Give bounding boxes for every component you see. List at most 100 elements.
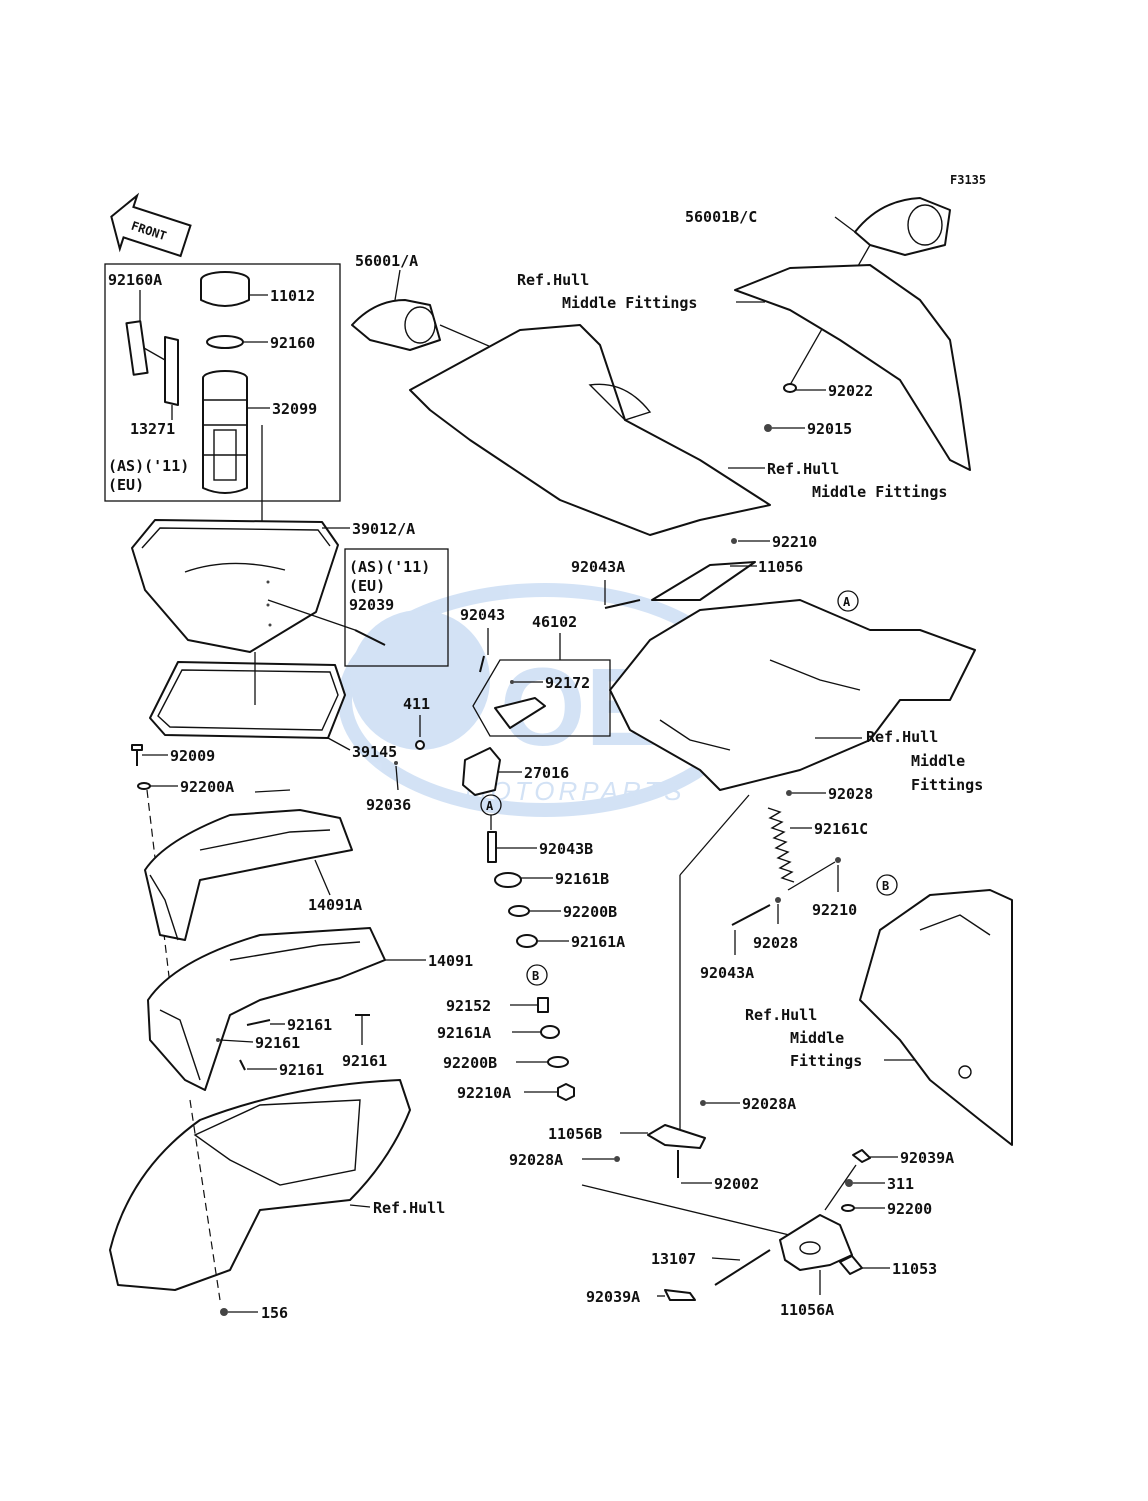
callout-b-center-label: B	[532, 969, 539, 983]
inset-box-top	[104, 263, 341, 502]
ref-hull-label-5: Ref.Hull	[373, 1199, 445, 1217]
part-92028-collar-2	[775, 897, 781, 903]
part-92161-clip-2	[216, 1038, 220, 1042]
label-11053: 11053	[892, 1260, 937, 1278]
part-13271-bracket	[164, 336, 179, 406]
part-92015-nut	[764, 424, 772, 432]
callout-a-center-label: A	[486, 799, 494, 813]
label-92161C: 92161C	[814, 820, 868, 838]
ref-hull-label-4b: Middle	[790, 1029, 844, 1047]
ref-hull-label-1b: Middle Fittings	[562, 294, 697, 312]
part-92161A-damper-1	[516, 934, 538, 948]
part-92161-clip-1	[246, 1019, 271, 1026]
label-14091: 14091	[428, 952, 473, 970]
ref-hull-label-3b: Middle	[911, 752, 965, 770]
label-39145: 39145	[352, 743, 397, 761]
part-156-fastener	[220, 1308, 228, 1316]
part-92009-bolt	[131, 744, 143, 766]
inset-top-region-2: (EU)	[108, 476, 144, 494]
part-92028A-collar-2	[614, 1156, 620, 1162]
label-11056A: 11056A	[780, 1301, 834, 1319]
label-92039A-1: 92039A	[900, 1149, 954, 1167]
label-92161-4: 92161	[279, 1061, 324, 1079]
label-92009: 92009	[170, 747, 215, 765]
part-92036-clip	[394, 761, 398, 765]
label-14091A: 14091A	[308, 896, 362, 914]
label-92172: 92172	[545, 674, 590, 692]
inset-mid-region-1: (AS)('11)	[349, 558, 430, 576]
label-92036: 92036	[366, 796, 411, 814]
label-11056B: 11056B	[548, 1125, 602, 1143]
part-92210-nut-1	[731, 538, 737, 544]
label-32099: 32099	[272, 400, 317, 418]
ref-hull-middle-fittings-right	[734, 264, 971, 471]
part-92161B-damper	[494, 872, 522, 888]
label-39012A: 39012/A	[352, 520, 415, 538]
label-92152: 92152	[446, 997, 491, 1015]
label-92200A: 92200A	[180, 778, 234, 796]
ref-hull-middle-fittings-left	[409, 324, 771, 536]
label-92028-2: 92028	[753, 934, 798, 952]
label-92002: 92002	[714, 1175, 759, 1193]
ref-hull-middle-fittings-center	[609, 599, 976, 791]
ref-hull-label-2a: Ref.Hull	[767, 460, 839, 478]
label-92200: 92200	[887, 1200, 932, 1218]
part-92043A-bolt-1	[604, 599, 641, 609]
part-92039A-bolt-2	[664, 1289, 696, 1301]
label-92043A-2: 92043A	[700, 964, 754, 982]
label-92161-3: 92161	[342, 1052, 387, 1070]
label-11012: 11012	[270, 287, 315, 305]
part-56001BC-mirror	[854, 197, 951, 256]
label-311: 311	[887, 1175, 914, 1193]
label-27016: 27016	[524, 764, 569, 782]
label-92028A-1: 92028A	[742, 1095, 796, 1113]
label-92160: 92160	[270, 334, 315, 352]
ref-hull-label-3c: Fittings	[911, 776, 983, 794]
part-92200B-washer-1	[508, 905, 530, 917]
figure-code: F3135	[950, 173, 986, 187]
part-92200B-washer-2	[547, 1056, 569, 1068]
ref-hull-front	[109, 1079, 411, 1291]
inset-top-region-1: (AS)('11)	[108, 457, 189, 475]
part-39145-gasket	[149, 661, 346, 739]
ref-hull-middle-fittings-rear	[859, 889, 1013, 1146]
part-92043A-bolt-2	[731, 904, 771, 926]
ref-hull-label-3a: Ref.Hull	[866, 728, 938, 746]
ref-hull-label-2b: Middle Fittings	[812, 483, 947, 501]
part-14091-cover	[147, 927, 386, 1091]
callout-b-right	[876, 874, 898, 896]
part-11056B-bracket	[647, 1124, 706, 1149]
part-46102-lever	[494, 697, 546, 729]
label-92210-1: 92210	[772, 533, 817, 551]
part-92210A-nut	[557, 1083, 575, 1101]
part-311-nut	[845, 1179, 853, 1187]
label-92043: 92043	[460, 606, 505, 624]
part-92161-clip-4	[239, 1059, 246, 1071]
part-56001A-mirror	[351, 299, 441, 351]
part-92152-collar	[537, 997, 549, 1013]
inset-box-mid	[344, 548, 449, 667]
inset-mid-region-2: (EU)	[349, 577, 385, 595]
part-11056A-step-bracket	[779, 1214, 853, 1271]
label-46102: 46102	[532, 613, 577, 631]
part-92210-nut-2	[835, 857, 841, 863]
label-92160A: 92160A	[108, 271, 162, 289]
part-39012A-storage-bin	[131, 519, 339, 653]
part-92200A-washer	[137, 782, 151, 790]
ref-hull-label-1a: Ref.Hull	[517, 271, 589, 289]
label-92161-1: 92161	[287, 1016, 332, 1034]
part-92043B-stud	[487, 831, 497, 863]
label-92015: 92015	[807, 420, 852, 438]
label-92028-1: 92028	[828, 785, 873, 803]
part-411-washer	[415, 740, 425, 750]
part-92161A-damper-2	[540, 1025, 560, 1039]
label-11056: 11056	[758, 558, 803, 576]
label-92200B-2: 92200B	[443, 1054, 497, 1072]
front-arrow-icon: FRONT	[110, 192, 192, 258]
part-27016-latch	[462, 747, 501, 796]
label-92210A: 92210A	[457, 1084, 511, 1102]
callout-b-center	[526, 964, 548, 986]
label-92039A-2: 92039A	[586, 1288, 640, 1306]
part-11012-cap	[200, 271, 268, 307]
